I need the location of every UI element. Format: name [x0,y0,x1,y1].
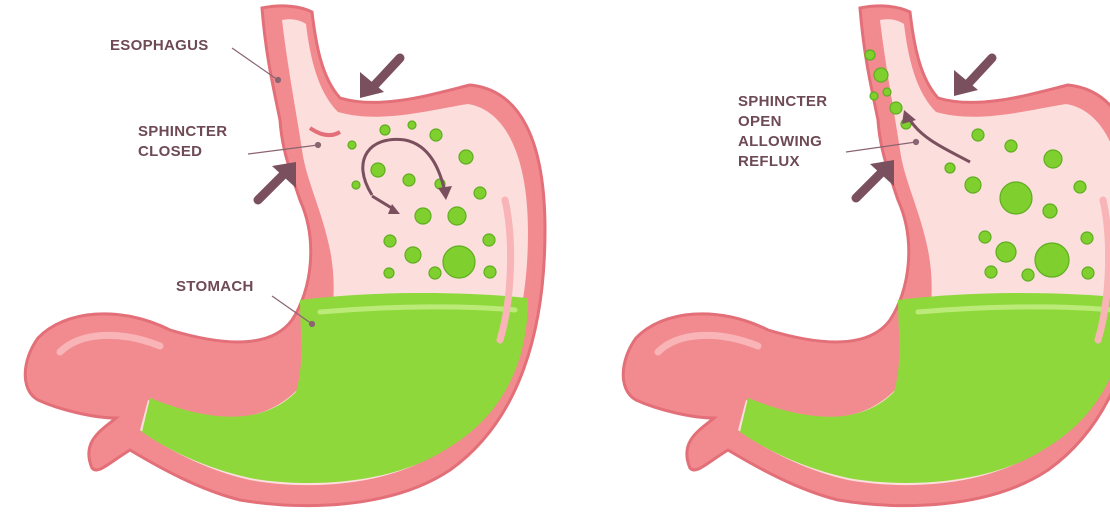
pressure-arrow-top [954,58,992,96]
stomach-closed-diagram [25,6,545,506]
stomach-label: STOMACH [176,277,254,297]
sphincter-closed-label: SPHINCTER CLOSED [138,122,227,162]
stomach-reflux-diagram [623,6,1110,506]
esophagus-label: ESOPHAGUS [110,36,209,56]
pressure-arrow-bottom [258,162,296,200]
sphincter-open-reflux-label: SPHINCTER OPEN ALLOWING REFLUX [738,92,827,172]
pressure-arrow-top [360,58,400,98]
pressure-arrow-bottom [856,160,894,198]
